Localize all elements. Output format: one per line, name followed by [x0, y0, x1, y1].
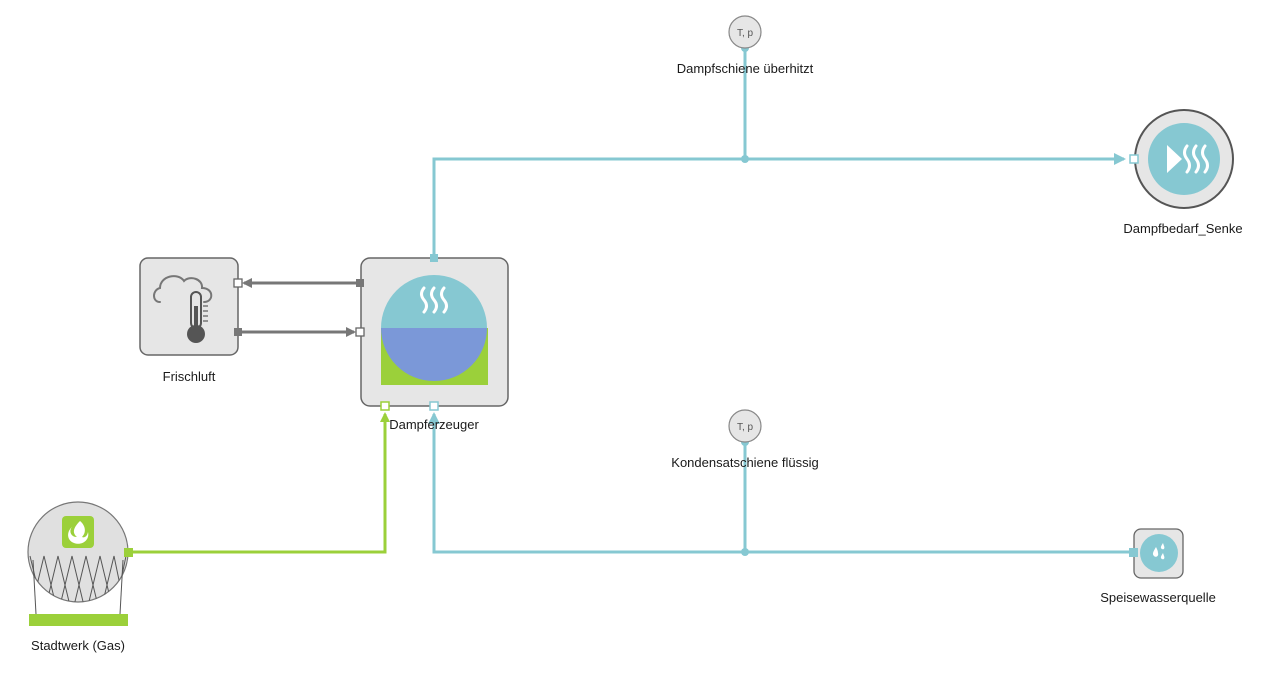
- dampferzeuger-node[interactable]: [355, 254, 509, 411]
- frischluft-label: Frischluft: [162, 369, 216, 384]
- condensate-sensor-node[interactable]: T, p: [728, 409, 762, 443]
- gas-tank-flame-icon: [27, 501, 129, 626]
- dampferzeuger-port-air-out[interactable]: [356, 279, 364, 287]
- steam-sensor-node[interactable]: T, p: [728, 15, 762, 49]
- condensate-sensor-text: T, p: [737, 422, 754, 433]
- boiler-steam-icon: [381, 275, 488, 385]
- frischluft-port-out[interactable]: [234, 328, 242, 336]
- condensate-junction[interactable]: [741, 548, 749, 556]
- dampfbedarf-port-in[interactable]: [1129, 154, 1139, 164]
- steam-busbar-label: Dampfschiene überhitzt: [676, 61, 814, 76]
- dampferzeuger-port-water-in[interactable]: [429, 401, 439, 411]
- dampfbedarf-node[interactable]: [1129, 109, 1234, 209]
- steam-sensor-text: T, p: [737, 28, 754, 39]
- dampferzeuger-port-steam-out[interactable]: [430, 254, 438, 262]
- frischluft-port-in[interactable]: [233, 278, 243, 288]
- stadtwerk-node[interactable]: [27, 501, 133, 626]
- condensate-busbar-label: Kondensatschiene flüssig: [671, 455, 819, 470]
- speisewasser-label: Speisewasserquelle: [1100, 590, 1216, 605]
- stadtwerk-label: Stadtwerk (Gas): [31, 638, 125, 653]
- dampfbedarf-label: Dampfbedarf_Senke: [1123, 221, 1243, 236]
- water-drops-icon: [1140, 534, 1178, 572]
- dampferzeuger-label: Dampferzeuger: [389, 417, 479, 432]
- dampferzeuger-port-air-in[interactable]: [355, 327, 365, 337]
- steam-sink-icon: [1148, 123, 1220, 195]
- gas-pipe[interactable]: [130, 412, 390, 554]
- speisewasser-port-out[interactable]: [1129, 548, 1138, 557]
- dampferzeuger-port-gas-in[interactable]: [380, 401, 390, 411]
- cloud-thermometer-icon: [153, 275, 213, 343]
- stadtwerk-port-gas-out[interactable]: [124, 548, 133, 557]
- steam-junction[interactable]: [741, 155, 749, 163]
- steam-pipe[interactable]: [432, 153, 1126, 258]
- speisewasser-node[interactable]: [1129, 528, 1184, 579]
- condensate-pipe[interactable]: [428, 412, 1133, 554]
- frischluft-node[interactable]: [139, 257, 243, 356]
